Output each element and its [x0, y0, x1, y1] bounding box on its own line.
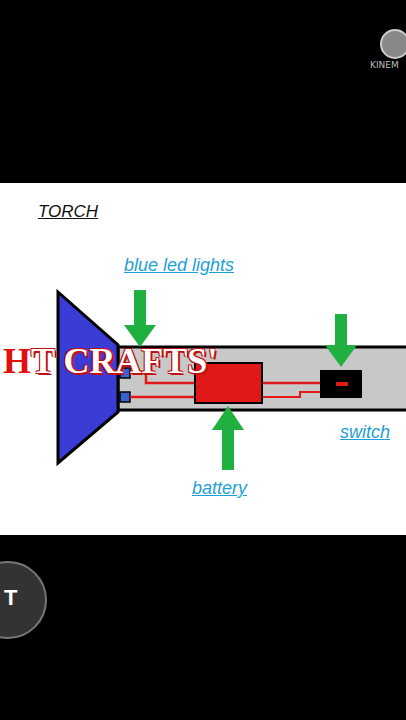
pointer-arrow [124, 290, 156, 347]
pointer-arrow [212, 406, 244, 470]
channel-logo [0, 562, 46, 638]
kinemaster-logo [381, 30, 406, 58]
switch-slider [336, 382, 348, 386]
callout-label: blue led lights [124, 256, 234, 276]
diagram-title: TORCH [38, 203, 98, 222]
led-light [120, 392, 130, 402]
watermark: KINEM [370, 61, 399, 71]
pointer-arrow [325, 314, 357, 367]
callout-label: battery [192, 479, 247, 499]
callout-label: switch [340, 423, 390, 443]
watermark: HT CRAFTS' [3, 342, 217, 382]
wire [130, 396, 195, 399]
wire [262, 392, 320, 397]
logo-text: T [4, 586, 17, 610]
wire [262, 382, 320, 385]
white-panel [0, 183, 406, 535]
switch-symbol [320, 370, 362, 398]
